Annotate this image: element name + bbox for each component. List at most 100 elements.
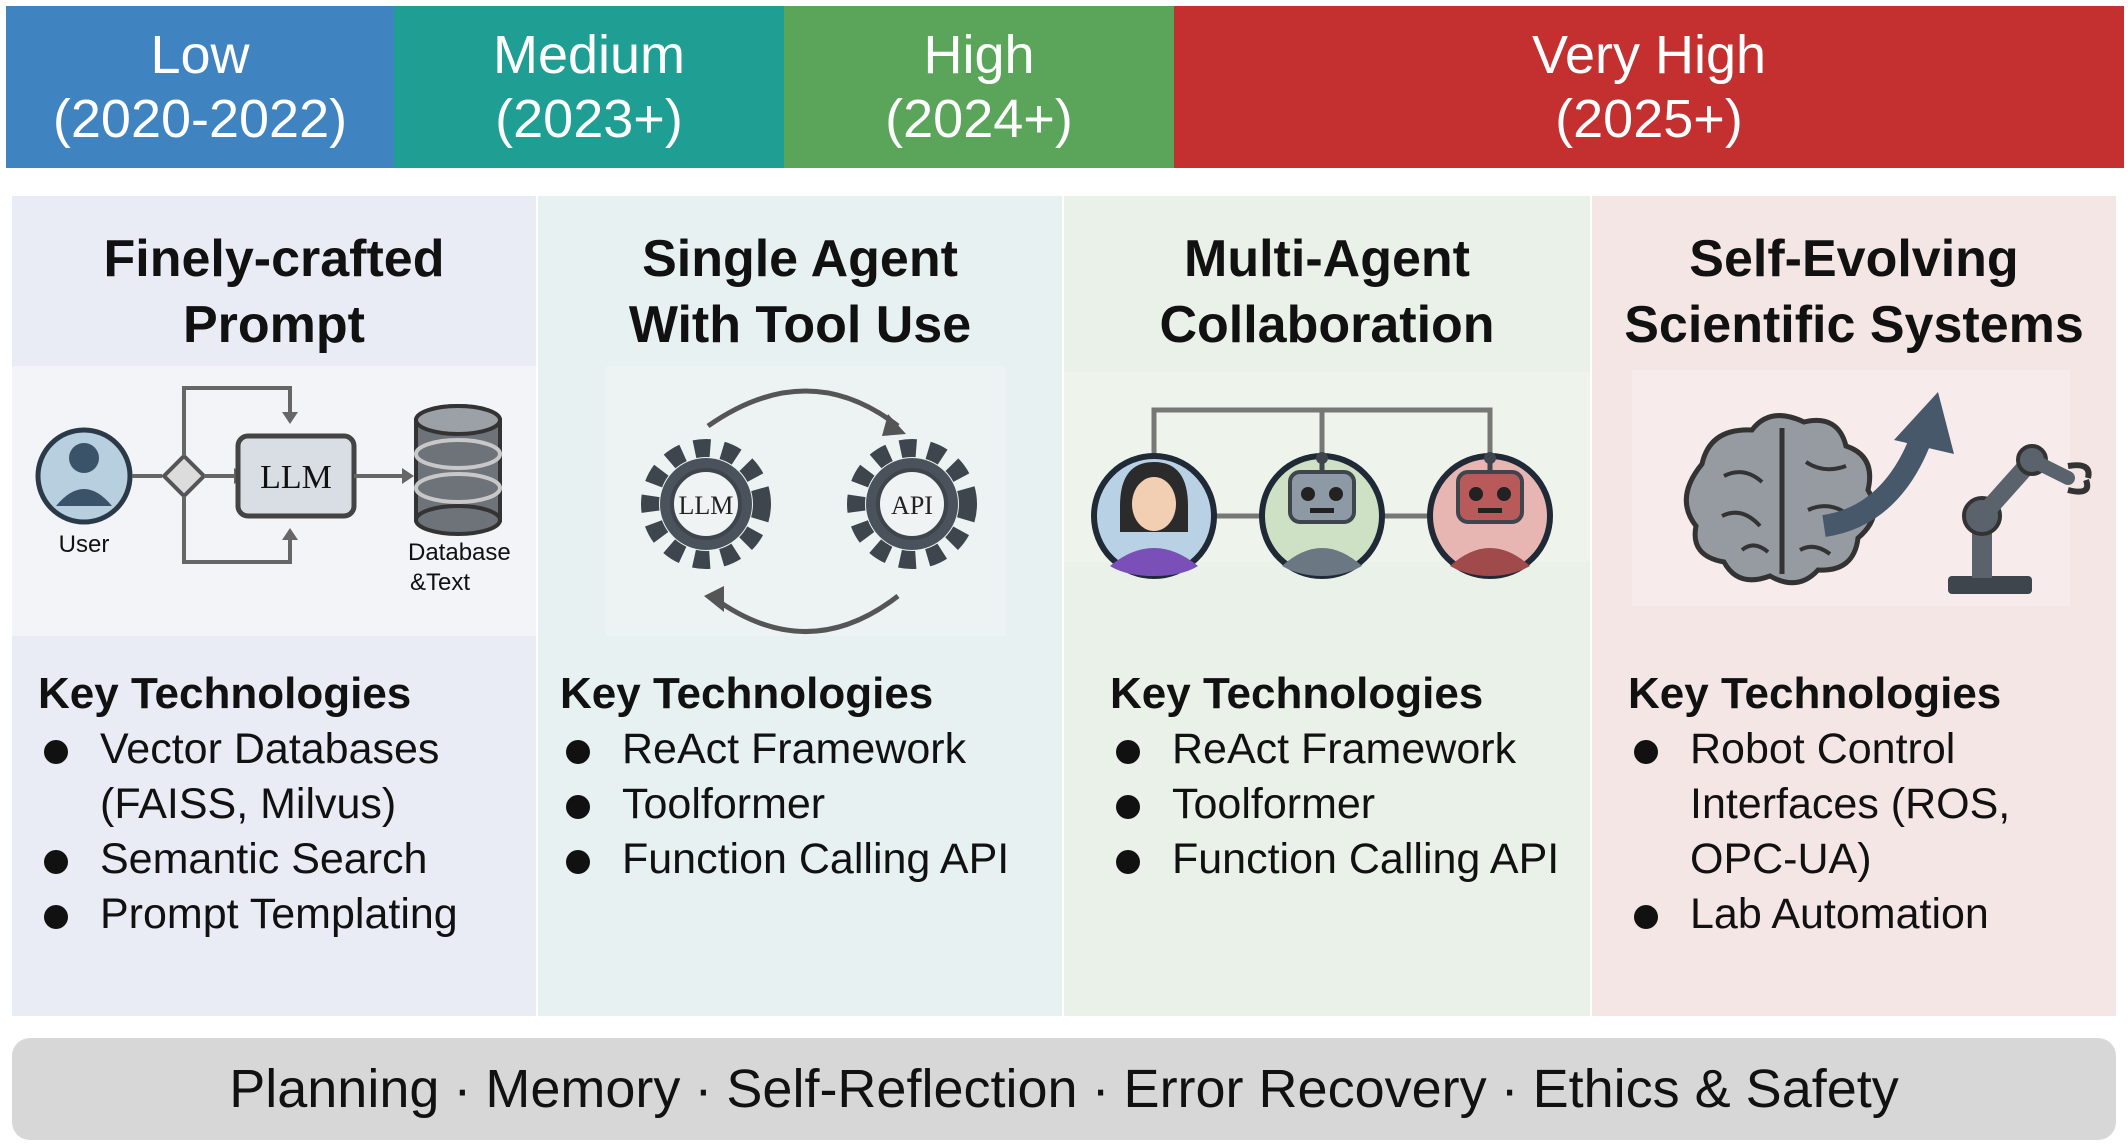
column-single-agent: Single Agent With Tool Use LLM API Key T… <box>538 196 1062 1016</box>
db-label-1: Database <box>408 539 511 566</box>
key-heading: Key Technologies <box>1628 669 2002 718</box>
separator: · <box>453 1059 472 1119</box>
column-title: Single Agent With Tool Use <box>538 226 1062 358</box>
multi-agent-diagram <box>1064 366 1590 636</box>
shared-capabilities-bar: Planning · Memory · Self-Reflection · Er… <box>12 1038 2116 1140</box>
column-title: Self-Evolving Scientific Systems <box>1592 226 2116 358</box>
list-item: ReAct Framework <box>1110 722 1586 777</box>
bullet-icon <box>44 850 68 874</box>
bullet-icon <box>1116 850 1140 874</box>
database-icon <box>414 404 502 536</box>
key-technologies: Key Technologies ReAct Framework Toolfor… <box>1110 666 1586 887</box>
title-line: Collaboration <box>1159 296 1495 354</box>
user-icon <box>35 427 133 525</box>
bullet-icon <box>44 740 68 764</box>
gear-llm-icon <box>641 439 771 569</box>
robot-green-icon <box>1259 452 1385 579</box>
robot-red-icon <box>1427 452 1553 579</box>
separator: · <box>694 1059 713 1119</box>
multi-agent-svg <box>1064 372 1590 579</box>
level-name: High <box>923 25 1035 85</box>
prompt-flow-diagram: User LLM Database &Text <box>12 366 536 636</box>
gear-api-icon <box>847 439 977 569</box>
level-medium-header: Medium (2023+) <box>394 6 784 168</box>
capability-planning: Planning <box>229 1059 440 1119</box>
title-line: Finely-crafted <box>103 230 445 288</box>
key-technologies: Key Technologies Vector Databases (FAISS… <box>38 666 528 942</box>
brain-icon <box>1683 413 1877 586</box>
list-item: Toolformer <box>1110 777 1586 832</box>
item-text: Toolformer <box>622 780 826 828</box>
level-period: (2020-2022) <box>52 89 348 149</box>
column-self-evolving: Self-Evolving Scientific Systems <box>1592 196 2116 1016</box>
prompt-flow-svg: User LLM Database &Text <box>12 366 536 636</box>
bullet-icon <box>1116 795 1140 819</box>
bullet-icon <box>1116 740 1140 764</box>
tech-list: Robot Control Interfaces (ROS, OPC-UA) L… <box>1628 722 2112 942</box>
robotic-arm-icon <box>1948 444 2092 594</box>
level-low-header: Low (2020-2022) <box>6 6 394 168</box>
column-multi-agent: Multi-Agent Collaboration <box>1064 196 1590 1016</box>
bullet-icon <box>44 905 68 929</box>
gear2-label: API <box>891 491 933 520</box>
column-finely-crafted-prompt: Finely-crafted Prompt User LLM <box>12 196 536 1016</box>
tool-use-diagram: LLM API <box>538 366 1062 636</box>
db-label-2: &Text <box>410 569 470 596</box>
level-period: (2025+) <box>1555 89 1743 149</box>
list-item: Function Calling API <box>560 832 1055 887</box>
title-line: Scientific Systems <box>1624 296 2084 354</box>
capability-self-reflection: Self-Reflection <box>726 1059 1078 1119</box>
item-text: Vector Databases (FAISS, Milvus) <box>100 725 440 828</box>
key-heading: Key Technologies <box>1110 669 1484 718</box>
separator: · <box>1091 1059 1110 1119</box>
level-high-header: High (2024+) <box>784 6 1174 168</box>
key-heading: Key Technologies <box>560 669 934 718</box>
column-title: Multi-Agent Collaboration <box>1064 226 1590 358</box>
list-item: Prompt Templating <box>38 887 528 942</box>
title-line: Prompt <box>183 296 365 354</box>
item-text: Robot Control Interfaces (ROS, OPC-UA) <box>1690 725 2011 883</box>
capability-ethics-safety: Ethics & Safety <box>1532 1059 1899 1119</box>
title-line: With Tool Use <box>628 296 972 354</box>
column-title: Finely-crafted Prompt <box>12 226 536 358</box>
item-text: ReAct Framework <box>1172 725 1517 773</box>
title-line: Single Agent <box>642 230 958 288</box>
item-text: Function Calling API <box>1172 835 1560 883</box>
item-text: Semantic Search <box>100 835 428 883</box>
tech-list: Vector Databases (FAISS, Milvus) Semanti… <box>38 722 528 942</box>
bullet-icon <box>1634 740 1658 764</box>
key-technologies: Key Technologies Robot Control Interface… <box>1628 666 2112 942</box>
arrow-up-icon <box>1822 392 1954 537</box>
bullet-icon <box>566 795 590 819</box>
human-avatar-icon <box>1091 453 1217 579</box>
tool-use-svg: LLM API <box>606 366 1006 636</box>
item-text: ReAct Framework <box>622 725 967 773</box>
item-text: Toolformer <box>1172 780 1376 828</box>
tech-list: ReAct Framework Toolformer Function Call… <box>1110 722 1586 887</box>
tech-list: ReAct Framework Toolformer Function Call… <box>560 722 1055 887</box>
bullet-icon <box>566 850 590 874</box>
level-period: (2024+) <box>885 89 1073 149</box>
list-item: Function Calling API <box>1110 832 1586 887</box>
level-header-band: Low (2020-2022) Medium (2023+) High (202… <box>6 6 2124 168</box>
level-name: Medium <box>492 25 686 85</box>
list-item: Vector Databases (FAISS, Milvus) <box>38 722 528 832</box>
level-name: Low <box>150 25 250 85</box>
title-line: Self-Evolving <box>1689 230 2019 288</box>
capability-memory: Memory <box>485 1059 681 1119</box>
title-line: Multi-Agent <box>1184 230 1470 288</box>
bullet-icon <box>1634 905 1658 929</box>
bullet-icon <box>566 740 590 764</box>
self-evolving-svg <box>1632 370 2092 606</box>
level-name: Very High <box>1531 25 1767 85</box>
level-very-high-header: Very High (2025+) <box>1174 6 2124 168</box>
list-item: Semantic Search <box>38 832 528 887</box>
list-item: Robot Control Interfaces (ROS, OPC-UA) <box>1628 722 2112 887</box>
list-item: Toolformer <box>560 777 1055 832</box>
level-period: (2023+) <box>495 89 683 149</box>
item-text: Prompt Templating <box>100 890 458 938</box>
self-evolving-diagram <box>1592 366 2116 636</box>
gear1-label: LLM <box>679 491 734 520</box>
key-technologies: Key Technologies ReAct Framework Toolfor… <box>560 666 1055 887</box>
list-item: Lab Automation <box>1628 887 2112 942</box>
